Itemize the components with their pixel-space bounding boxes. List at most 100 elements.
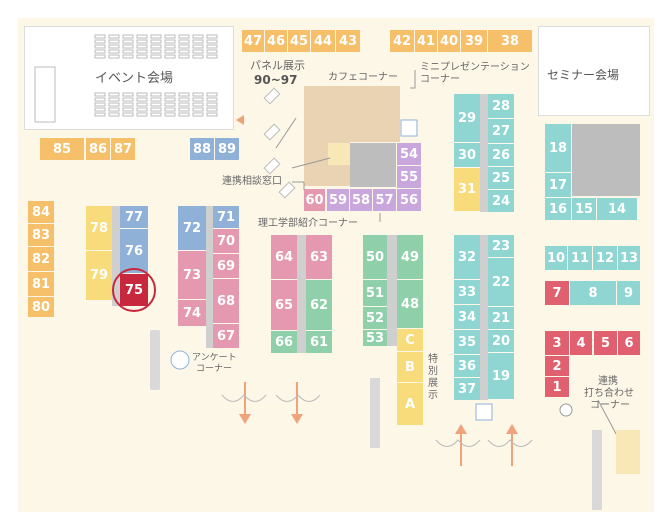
booth-32[interactable]: 32 [454,235,480,279]
booth-44[interactable]: 44 [311,30,335,52]
booth-65[interactable]: 65 [271,280,297,330]
booth-30[interactable]: 30 [454,143,480,167]
booth-57[interactable]: 57 [373,189,396,211]
booth-B[interactable]: B [397,352,423,382]
booth-48[interactable]: 48 [397,280,423,328]
booth-81[interactable]: 81 [28,272,54,296]
seminar-hall[interactable]: セミナー会場 [538,26,650,116]
event-hall[interactable]: イベント会場 [24,26,234,130]
survey-corner-label-1: アンケート [192,353,237,363]
booth-52[interactable]: 52 [363,307,387,329]
booth-31[interactable]: 31 [454,168,480,211]
booth-18[interactable]: 18 [545,124,571,172]
booth-2[interactable]: 2 [545,356,569,376]
booth-86[interactable]: 86 [86,138,110,160]
booth-38[interactable]: 38 [488,30,532,52]
booth-60[interactable]: 60 [304,189,325,211]
booth-54[interactable]: 54 [397,143,421,165]
booth-78[interactable]: 78 [86,206,112,250]
booth-46[interactable]: 46 [265,30,287,52]
booth-85[interactable]: 85 [40,138,84,160]
booth-C[interactable]: C [397,329,423,351]
booth-4[interactable]: 4 [570,331,592,355]
booth-1[interactable]: 1 [545,377,569,397]
booth-12[interactable]: 12 [593,246,617,270]
booth-47[interactable]: 47 [242,30,264,52]
booth-17[interactable]: 17 [545,173,571,197]
booth-39[interactable]: 39 [461,30,487,52]
booth-A[interactable]: A [397,383,423,425]
booth-49[interactable]: 49 [397,235,423,279]
booth-87[interactable]: 87 [111,138,135,160]
booth-14[interactable]: 14 [597,198,637,220]
booth-27[interactable]: 27 [488,119,514,143]
booth-33[interactable]: 33 [454,280,480,304]
booth-16[interactable]: 16 [545,198,571,220]
booth-28[interactable]: 28 [488,94,514,118]
booth-67[interactable]: 67 [213,324,239,348]
booth-59[interactable]: 59 [327,189,349,211]
booth-61[interactable]: 61 [306,331,332,353]
booth-26[interactable]: 26 [488,144,514,166]
booth-40[interactable]: 40 [438,30,460,52]
booth-23[interactable]: 23 [488,235,514,257]
booth-51[interactable]: 51 [363,280,387,306]
booth-58[interactable]: 58 [350,189,372,211]
booth-45[interactable]: 45 [288,30,310,52]
booth-63[interactable]: 63 [306,235,332,279]
meeting-corner-label-1: 連携 [598,376,618,387]
booth-69[interactable]: 69 [213,254,239,278]
booth-75[interactable]: 75 [120,274,148,306]
booth-73[interactable]: 73 [178,251,206,299]
booth-5[interactable]: 5 [594,331,617,355]
booth-42[interactable]: 42 [390,30,414,52]
booth-7[interactable]: 7 [545,281,569,305]
booth-66[interactable]: 66 [271,331,297,353]
booth-62[interactable]: 62 [306,280,332,330]
booth-36[interactable]: 36 [454,355,480,377]
booth-76[interactable]: 76 [120,229,148,273]
booth-37[interactable]: 37 [454,378,480,400]
booth-22[interactable]: 22 [488,258,514,306]
booth-70[interactable]: 70 [213,229,239,253]
booth-79[interactable]: 79 [86,251,112,300]
booth-25[interactable]: 25 [488,167,514,189]
booth-89[interactable]: 89 [215,138,239,160]
booth-72[interactable]: 72 [178,206,206,250]
booth-43[interactable]: 43 [336,30,360,52]
booth-56[interactable]: 56 [397,189,421,211]
booth-21[interactable]: 21 [488,307,514,329]
booth-6[interactable]: 6 [618,331,640,355]
booth-83[interactable]: 83 [28,224,54,246]
booth-71[interactable]: 71 [213,206,239,228]
booth-74[interactable]: 74 [178,300,206,326]
booth-10[interactable]: 10 [545,246,567,270]
consult-window-area[interactable] [328,143,350,165]
booth-53[interactable]: 53 [363,330,387,346]
booth-88[interactable]: 88 [190,138,214,160]
booth-24[interactable]: 24 [488,190,514,212]
booth-8[interactable]: 8 [570,281,616,305]
booth-82[interactable]: 82 [28,247,54,271]
booth-55[interactable]: 55 [397,166,421,188]
booth-35[interactable]: 35 [454,330,480,354]
booth-13[interactable]: 13 [618,246,640,270]
booth-84[interactable]: 84 [28,201,54,223]
booth-15[interactable]: 15 [572,198,596,220]
booth-3[interactable]: 3 [545,331,569,355]
booth-68[interactable]: 68 [213,279,239,323]
seminar-hall-label: セミナー会場 [547,68,620,82]
booth-64[interactable]: 64 [271,235,297,279]
mini-presentation-area[interactable] [350,143,396,187]
booth-80[interactable]: 80 [28,297,54,317]
booth-34[interactable]: 34 [454,305,480,329]
booth-19[interactable]: 19 [488,353,514,399]
booth-29[interactable]: 29 [454,94,480,142]
booth-50[interactable]: 50 [363,235,387,279]
booth-9[interactable]: 9 [617,281,640,305]
booth-11[interactable]: 11 [568,246,592,270]
booth-20[interactable]: 20 [488,330,514,352]
cafe-area[interactable] [304,86,400,142]
booth-77[interactable]: 77 [120,206,148,228]
booth-41[interactable]: 41 [415,30,437,52]
